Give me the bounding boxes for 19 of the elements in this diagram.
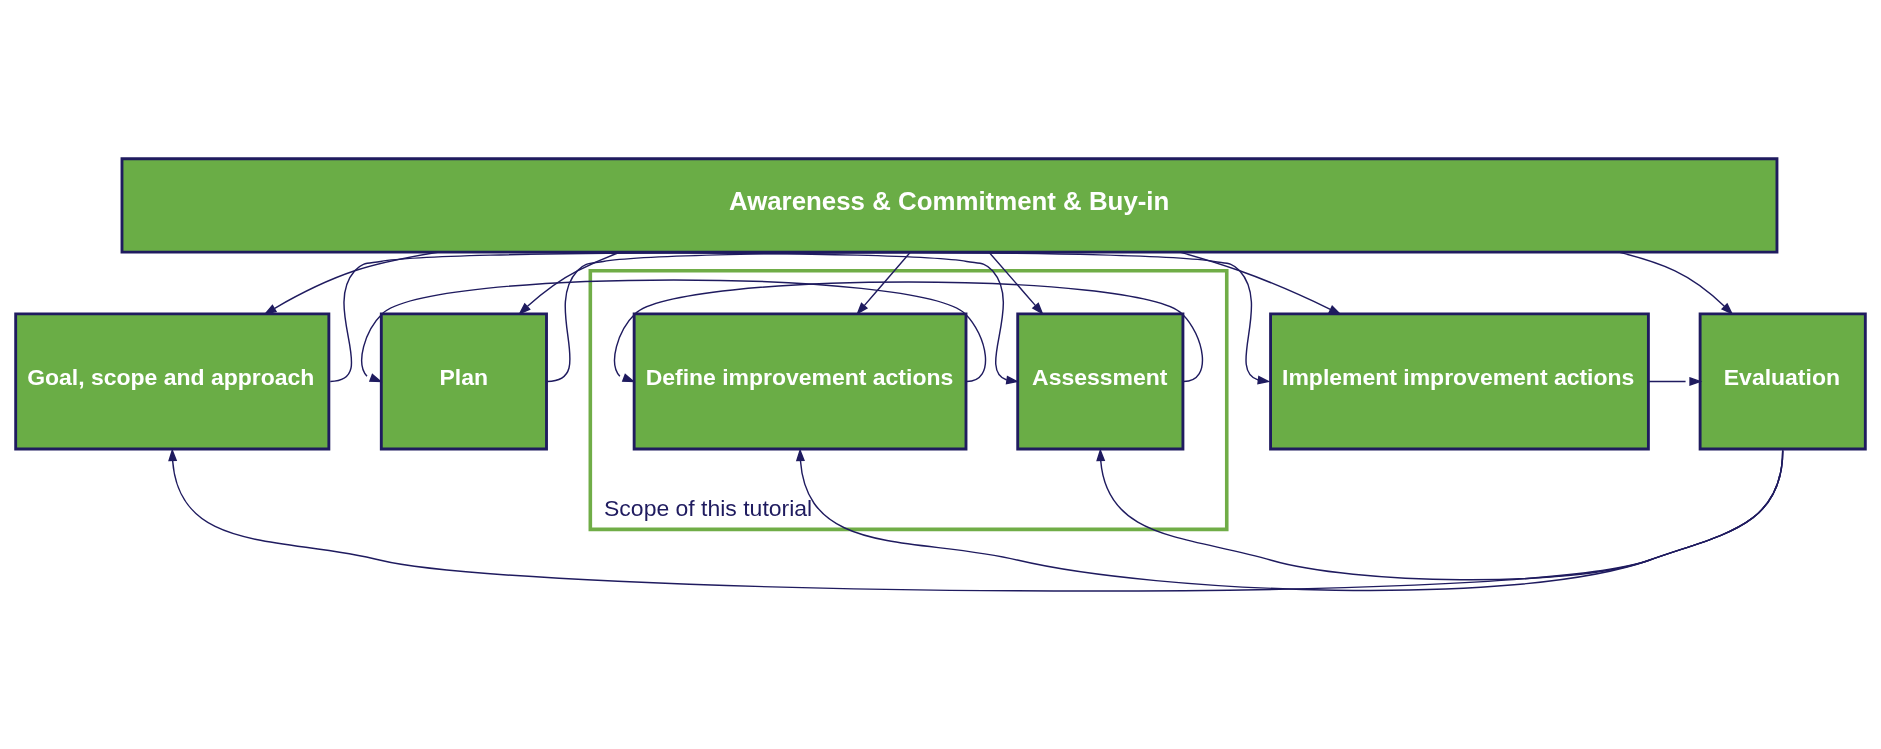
arrow [988, 251, 1044, 315]
arrow [613, 280, 1204, 382]
arrow [168, 447, 1784, 592]
arrow [856, 251, 911, 315]
node-box: Assessment [1016, 311, 1185, 450]
node-box: Plan [379, 311, 548, 450]
arrow [1647, 376, 1703, 386]
arrow [546, 251, 1271, 385]
arrow [795, 447, 1784, 591]
node-box: Awareness & Commitment & Buy-in [120, 156, 1779, 254]
node-box: Implement improvement actions [1269, 311, 1650, 450]
node-box: Goal, scope and approach [14, 311, 331, 450]
arrow [1179, 250, 1342, 315]
arrow [263, 251, 439, 315]
node-box: Define improvement actions [632, 311, 968, 450]
arrow [1617, 250, 1734, 315]
node-box: Evaluation [1698, 311, 1867, 450]
arrow [361, 278, 987, 382]
arrow [329, 251, 1020, 384]
